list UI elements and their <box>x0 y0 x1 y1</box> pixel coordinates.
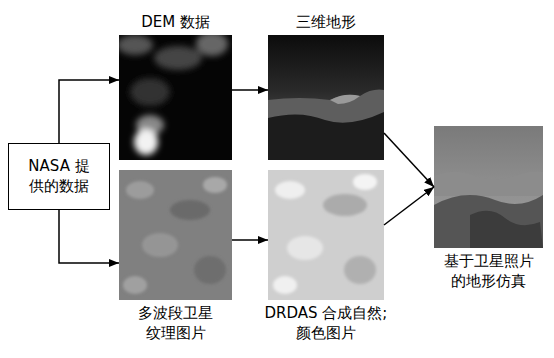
multi-patch <box>123 276 147 294</box>
sim-hills <box>434 172 543 197</box>
natural-patch <box>353 174 377 190</box>
flow-arrow <box>232 89 268 91</box>
node-label: 多波段卫星 纹理图片 <box>120 304 232 343</box>
terrain-3d-image <box>268 35 384 160</box>
node-label: 基于卫星照片 的地形仿真 <box>436 252 542 291</box>
node-text: 多波段卫星 纹理图片 <box>120 304 232 343</box>
terrain-land <box>268 112 384 160</box>
sim-sky <box>434 126 543 248</box>
dem-ridge <box>154 46 202 70</box>
natural-patch <box>323 194 367 216</box>
flow-arrow <box>232 239 268 241</box>
multi-ground <box>119 170 232 300</box>
flow-arrow <box>384 187 434 225</box>
terrain-coast <box>330 95 360 104</box>
multi-patch <box>170 200 210 220</box>
multi-texture <box>123 177 227 294</box>
flow-arrow <box>59 80 119 143</box>
node-text: 基于卫星照片 的地形仿真 <box>436 252 542 291</box>
node-label: DRDAS 合成自然; 颜色图片 <box>251 304 401 343</box>
dem-ridge <box>130 78 170 106</box>
natural-texture <box>273 174 377 294</box>
image-node: 三维地形 <box>268 35 384 160</box>
natural-patch <box>344 256 376 284</box>
dem-relief <box>119 35 228 155</box>
sim-land <box>434 195 543 248</box>
simulation-image <box>434 126 543 248</box>
natural-patch <box>287 236 323 260</box>
dem-peak <box>134 129 158 155</box>
image-node: DEM 数据 <box>119 35 232 160</box>
dem-ridge <box>119 35 153 55</box>
image-node: DRDAS 合成自然; 颜色图片 <box>268 170 384 300</box>
node-text: DEM 数据 <box>120 13 232 33</box>
image-node: 多波段卫星 纹理图片 <box>119 170 232 300</box>
node-text: NASA 提 供的数据 <box>23 157 95 196</box>
node-label: DEM 数据 <box>120 13 232 33</box>
multi-patch <box>194 256 226 284</box>
flow-arrow <box>384 133 434 187</box>
dem-image <box>119 35 232 160</box>
dem-ridge <box>196 35 228 56</box>
terrain-water <box>268 90 384 160</box>
natural-patch <box>275 181 305 199</box>
multi-patch <box>203 177 227 193</box>
natural-ground <box>268 170 384 300</box>
multi-patch <box>126 181 154 199</box>
natural-color-image <box>268 170 384 300</box>
node-text: 三维地形 <box>270 13 382 33</box>
flow-arrow <box>59 210 119 263</box>
natural-patch <box>273 276 297 294</box>
image-node: 基于卫星照片 的地形仿真 <box>434 126 543 248</box>
source-box: NASA 提 供的数据 <box>8 143 110 210</box>
multispectral-image <box>119 170 232 300</box>
node-label: 三维地形 <box>270 13 382 33</box>
node-label: NASA 提 供的数据 <box>23 157 95 196</box>
node-text: DRDAS 合成自然; 颜色图片 <box>251 304 401 343</box>
terrain-ground <box>268 35 384 160</box>
sim-ridge <box>470 211 543 248</box>
multi-patch <box>142 233 178 257</box>
